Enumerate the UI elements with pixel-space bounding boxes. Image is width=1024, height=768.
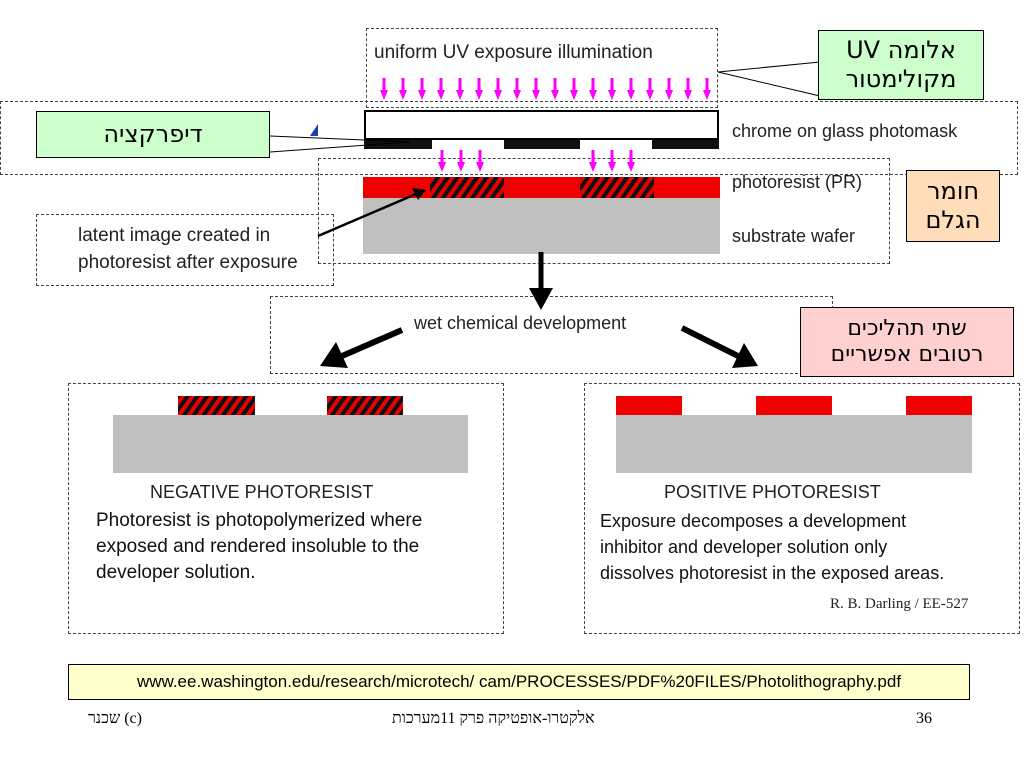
glass-plate bbox=[364, 110, 719, 140]
negative-substrate bbox=[113, 415, 468, 473]
uv-callout-leader-lower bbox=[717, 71, 821, 97]
footer-page-number: 36 bbox=[916, 710, 932, 727]
source-url[interactable]: www.ee.washington.edu/research/microtech… bbox=[136, 672, 902, 691]
positive-resist-pattern-right bbox=[906, 396, 972, 415]
latent-image-pointer bbox=[317, 192, 417, 238]
wet-processes-callout: שתי תהליכים רטובים אפשריים bbox=[800, 307, 1014, 377]
raw-material-callout: חומר הגלם bbox=[906, 170, 1000, 242]
uv-beam-callout-line2: מקולימטור bbox=[845, 65, 957, 93]
photomask-frame bbox=[0, 101, 1018, 175]
latent-image-region-right bbox=[580, 177, 654, 198]
positive-branch-arrow bbox=[680, 325, 740, 359]
chrome-segment-left bbox=[364, 140, 432, 149]
wet-processes-callout-line1: שתי תהליכים bbox=[847, 315, 967, 341]
negative-resist-pattern-left bbox=[178, 396, 255, 415]
diffraction-callout-text: דיפרקציה bbox=[103, 120, 203, 149]
wafer-frame bbox=[318, 158, 890, 264]
latent-image-line2: photoresist after exposure bbox=[78, 252, 298, 273]
development-label: wet chemical development bbox=[414, 313, 627, 333]
substrate-wafer bbox=[363, 198, 720, 254]
wet-processes-callout-line2: רטובים אפשריים bbox=[830, 342, 984, 367]
footer-chapter: אלקטרו-אופטיקה פרק 11מערכות bbox=[392, 710, 595, 727]
negative-resist-pattern-right bbox=[327, 396, 403, 415]
substrate-label: substrate wafer bbox=[732, 226, 856, 246]
chrome-segment-middle bbox=[504, 140, 580, 149]
uv-callout-leader bbox=[717, 61, 821, 73]
chrome-segment-right bbox=[652, 140, 719, 149]
diffraction-callout-leader bbox=[269, 135, 411, 143]
footer-author: (c) שכנר bbox=[88, 710, 142, 727]
negative-photoresist-description: Photoresist is photopolymerized where ex… bbox=[96, 510, 423, 583]
photomask-label: chrome on glass photomask bbox=[732, 121, 958, 141]
photoresist-label: photoresist (PR) bbox=[732, 172, 863, 192]
positive-photoresist-frame bbox=[584, 383, 1020, 634]
raw-material-callout-line2: הגלם bbox=[925, 206, 981, 234]
uv-beam-callout-line1: אלומה UV bbox=[846, 36, 956, 65]
diffraction-callout-leader-lower bbox=[269, 141, 411, 153]
latent-image-line1: latent image created in bbox=[78, 225, 271, 246]
latent-image-frame bbox=[36, 214, 334, 286]
uv-illumination-label: uniform UV exposure illumination bbox=[374, 42, 653, 63]
author-credit: R. B. Darling / EE-527 bbox=[830, 596, 969, 612]
latent-image-region-left bbox=[430, 177, 504, 198]
negative-branch-arrow bbox=[340, 327, 404, 359]
diffraction-callout: דיפרקציה bbox=[36, 111, 270, 158]
blue-mark bbox=[310, 124, 318, 136]
positive-photoresist-description: Exposure decomposes a development inhibi… bbox=[600, 511, 945, 583]
negative-photoresist-frame bbox=[68, 383, 504, 634]
positive-resist-pattern-left bbox=[616, 396, 682, 415]
positive-photoresist-title: POSITIVE PHOTORESIST bbox=[664, 482, 881, 502]
uv-illumination-frame bbox=[366, 28, 718, 108]
negative-photoresist-title: NEGATIVE PHOTORESIST bbox=[150, 482, 374, 502]
source-url-box: www.ee.washington.edu/research/microtech… bbox=[68, 664, 970, 700]
positive-resist-pattern-middle bbox=[756, 396, 832, 415]
positive-substrate bbox=[616, 415, 972, 473]
raw-material-callout-line1: חומר bbox=[926, 177, 980, 206]
uv-beam-callout: אלומה UV מקולימטור bbox=[818, 30, 984, 100]
